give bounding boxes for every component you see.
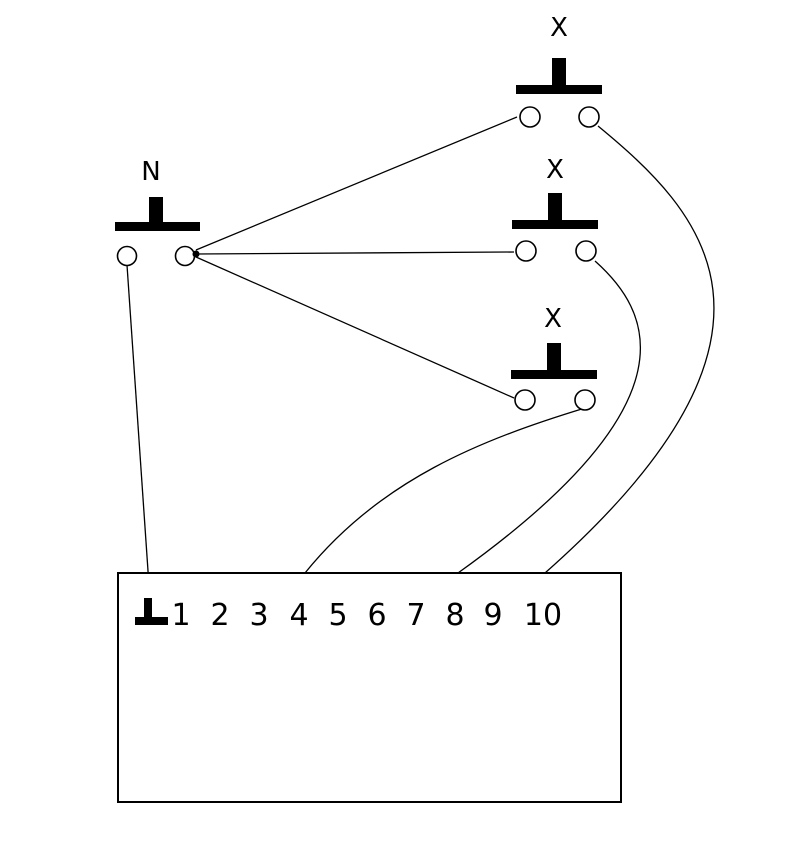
wires: [126, 116, 715, 601]
push-button-n: N: [115, 157, 200, 267]
terminal-panel: 1 2 3 4 5 6 7 8 9 10: [117, 572, 622, 803]
push-button-n-terminal-left: [116, 245, 138, 267]
terminal-number: 9: [483, 598, 502, 633]
ground-symbol-icon: [135, 598, 168, 625]
push-button-x-2-terminal-right: [575, 240, 597, 262]
push-button-x-2-label: X: [546, 155, 564, 185]
wire-n-to-x1: [195, 116, 518, 251]
push-button-x-2: X: [512, 155, 598, 262]
push-button-x-1-terminal-right: [578, 106, 600, 128]
terminal-number: 5: [328, 598, 347, 633]
push-button-n-terminal-right: [174, 245, 196, 267]
push-button-n-bar: [115, 222, 200, 231]
push-button-x-2-bar: [512, 220, 598, 229]
terminal-number: 8: [445, 598, 464, 633]
terminal-number: 10: [524, 598, 562, 633]
push-button-x-1-label: X: [550, 13, 568, 43]
terminal-number: 1: [171, 598, 190, 633]
terminal-panel-box: [117, 572, 622, 803]
push-button-x-2-stem: [548, 193, 562, 223]
push-button-x-3-terminal-left: [514, 389, 536, 411]
push-button-x-2-terminal-left: [515, 240, 537, 262]
push-button-x-1: X: [516, 13, 602, 128]
push-button-n-stem: [149, 197, 163, 225]
push-button-n-label: N: [141, 157, 160, 187]
terminal-number: 7: [406, 598, 425, 633]
junction-dot: [192, 250, 200, 258]
push-button-x-1-bar: [516, 85, 602, 94]
wire-x2-to-8: [457, 260, 641, 574]
push-button-x-3-stem: [547, 343, 561, 373]
push-button-x-3-bar: [511, 370, 597, 379]
terminal-number: 3: [249, 598, 268, 633]
terminal-number: 2: [210, 598, 229, 633]
terminal-number: 4: [289, 598, 308, 633]
wire-n-to-x3: [195, 256, 515, 399]
terminal-number: 6: [367, 598, 386, 633]
push-button-x-1-stem: [552, 58, 566, 88]
wire-n-to-x2: [195, 251, 515, 255]
push-button-x-3-label: X: [544, 304, 562, 334]
wire-x3-to-4: [304, 407, 586, 574]
wire-n-to-ground: [126, 264, 151, 601]
push-button-x-3-terminal-right: [574, 389, 596, 411]
wire-x1-to-9: [544, 125, 715, 574]
push-button-x-3: X: [511, 304, 597, 411]
push-button-x-1-terminal-left: [519, 106, 541, 128]
